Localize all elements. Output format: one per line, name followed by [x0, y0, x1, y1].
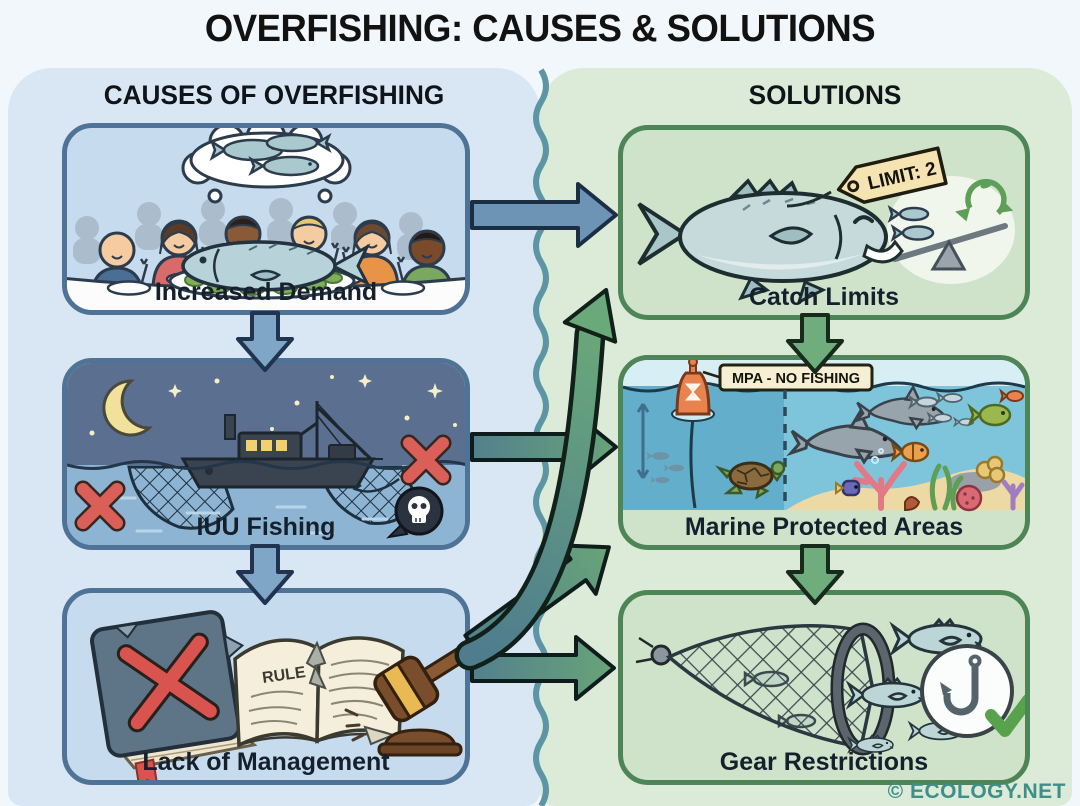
gear-illustration	[635, 618, 1025, 756]
reef-fish	[835, 388, 1024, 497]
mpa-sign-text: MPA - NO FISHING	[732, 371, 860, 387]
waves	[105, 496, 389, 535]
solutions-header: SOLUTIONS	[748, 80, 902, 110]
panel-marine-protected-areas: MPA - NO FISHING	[618, 355, 1030, 550]
fishing-boat-icon	[180, 401, 383, 489]
torn-law-book-icon: RULE	[233, 636, 405, 748]
price-tag-icon: LIMIT: 2	[786, 146, 948, 208]
panel-lack-of-management: RULE Lack of Management	[62, 588, 470, 785]
solution-label-mpa: Marine Protected Areas	[684, 513, 964, 541]
panel-increased-demand: Increased Demand	[62, 123, 470, 315]
panel-gear-restrictions: Gear Restrictions	[618, 590, 1030, 785]
mpa-illustration: MPA - NO FISHING	[623, 360, 1025, 512]
hook-icon	[940, 654, 982, 716]
net-pointer-arrow	[352, 477, 400, 493]
sustainability-balance-icon	[887, 176, 1015, 284]
solution-label-gear-restrictions: Gear Restrictions	[719, 748, 929, 776]
illegal-cross-icons	[74, 434, 452, 532]
fish-platter	[168, 240, 371, 300]
rule-book-text: RULE	[261, 664, 307, 687]
depth-gauge-icon	[636, 403, 650, 479]
increased-demand-illustration	[67, 128, 465, 310]
limit-fish-icon	[637, 178, 904, 305]
thought-fish-icons	[209, 133, 332, 177]
waterline	[67, 460, 465, 470]
coral-reef	[852, 448, 1025, 512]
solution-label-catch-limits: Catch Limits	[748, 283, 900, 311]
causes-header: CAUSES OF OVERFISHING	[103, 80, 445, 110]
turtle-icon	[714, 460, 786, 500]
check-icon	[985, 694, 1025, 737]
cause-label-iuu-fishing: IUU Fishing	[196, 513, 336, 541]
stars	[89, 374, 457, 436]
cause-label-lack-of-management: Lack of Management	[142, 748, 390, 776]
page-title: OVERFISHING: CAUSES & SOLUTIONS	[204, 8, 876, 50]
iuu-illustration	[67, 363, 465, 545]
credit: © ECOLOGY.NET	[887, 780, 1066, 803]
catch-limits-illustration: LIMIT: 2	[637, 146, 1015, 305]
panel-iuu-fishing: IUU Fishing	[62, 358, 470, 550]
served-fish-icon	[181, 240, 371, 292]
rule-book-icon	[90, 610, 258, 780]
hook-badge	[920, 644, 1025, 738]
skull-icon	[386, 486, 444, 539]
recycle-icon	[955, 178, 1014, 222]
cause-label-increased-demand: Increased Demand	[154, 278, 378, 306]
lack-illustration: RULE	[90, 610, 465, 780]
moon-icon	[102, 379, 153, 437]
buoy-icon	[671, 360, 715, 509]
mpa-sign: MPA - NO FISHING	[702, 363, 874, 392]
panel-catch-limits: LIMIT: 2 Catch Limits	[618, 125, 1030, 320]
